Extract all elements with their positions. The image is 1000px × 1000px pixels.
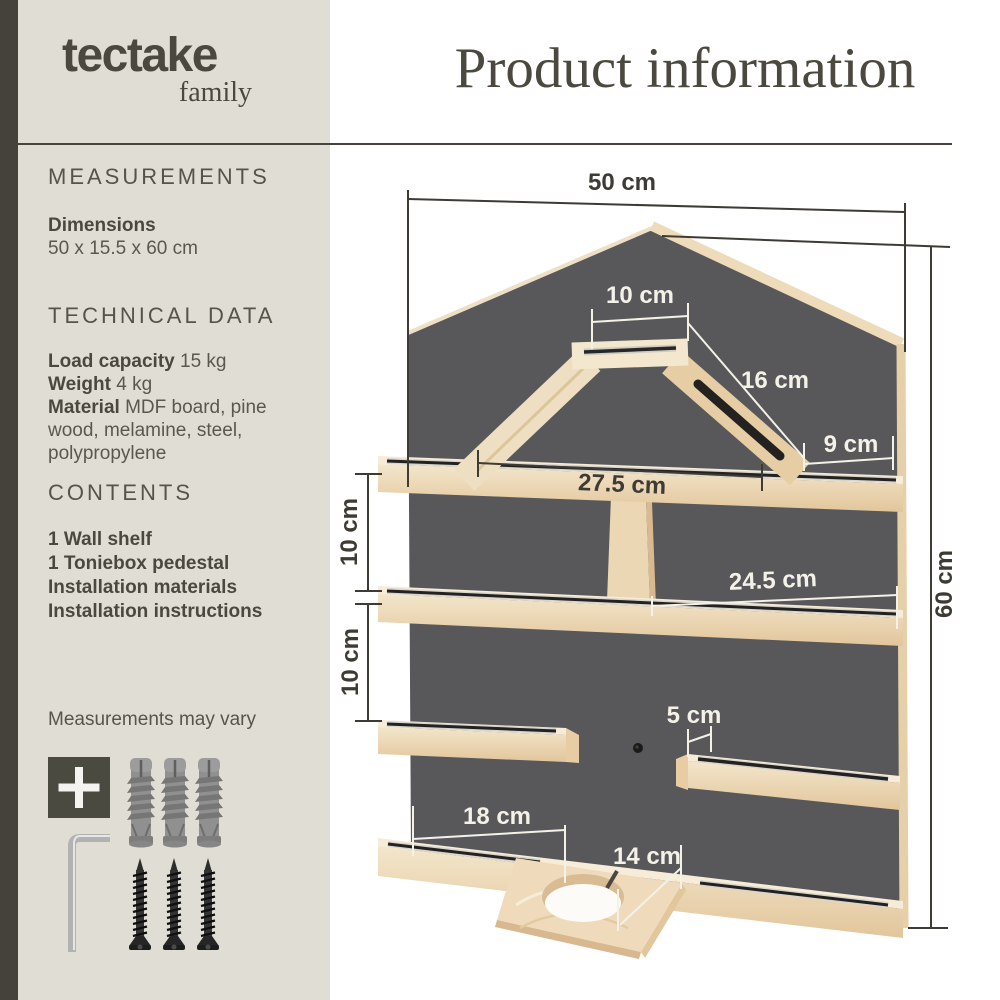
dim-label-top-shelf-span: 27.5 cm [578,469,667,500]
divider-board [607,496,656,606]
brand-logo: tectake family [62,28,254,109]
tech-value: MDF board, pine wood, melamine, steel, p… [48,397,267,464]
contents-list: 1 Wall shelf 1 Toniebox pedestal Install… [48,528,310,624]
dim-middle-shelf-span: 24.5 cm [651,565,898,629]
contents-item: Installation materials [48,577,238,598]
dimensions-row: Dimensions 50 x 15.5 x 60 cm [48,214,310,260]
allen-key-icon [68,834,110,952]
dim-eave-shelf: 9 cm [803,431,894,471]
dim-top-shelf-span: 27.5 cm [477,450,763,500]
wall-plug-icon [193,756,225,849]
dim-small-shelf-depth: 5 cm [667,702,722,757]
dim-total-height: 60 cm [661,235,958,929]
screw-icon [127,856,153,952]
dim-label-roof-stand-top: 10 cm [606,282,674,309]
section-heading-contents: CONTENTS [48,480,193,505]
dim-label-pedestal-width: 14 cm [613,843,681,870]
technical-rows: Load capacity 15 kg Weight 4 kg Material… [48,350,310,465]
dim-row-gap-1: 10 cm [336,473,382,592]
screw-hole [633,743,643,753]
wall-plug-icon [125,756,157,849]
dimensions-label: Dimensions [48,215,156,236]
dim-total-width: 50 cm [407,169,906,487]
sidebar: tectake family MEASUREMENTS Dimensions 5… [18,0,330,1000]
dim-label-total-width: 50 cm [588,169,656,196]
hardware-icons [48,756,225,952]
dim-label-roof-slope: 16 cm [741,367,809,394]
measurements-note: Measurements may vary [48,709,257,730]
dim-label-small-shelf-depth: 5 cm [667,702,722,729]
shelf-board-middle [378,586,903,646]
tech-value: 15 kg [180,351,227,372]
contents-item: 1 Wall shelf [48,529,152,550]
section-heading-technical: TECHNICAL DATA [48,303,276,328]
dim-label-eave-shelf: 9 cm [824,431,879,458]
roof-stand [453,338,810,491]
brand-subname: family [178,77,252,108]
dim-label-row-gap-2: 10 cm [337,628,364,696]
dim-label-row-gap-1: 10 cm [336,498,363,566]
left-accent-bar [0,0,18,1000]
tech-label: Load capacity [48,351,175,372]
tech-value: 4 kg [116,374,153,395]
dim-row-gap-2: 10 cm [337,603,382,722]
product-diagram: 50 cm 60 cm 10 cm 10 cm 27.5 cm [336,169,958,959]
dim-label-middle-shelf-span: 24.5 cm [728,565,817,596]
shelf-board-small-left [378,720,579,763]
dim-pedestal-width: 14 cm [613,843,682,931]
contents-item: 1 Toniebox pedestal [48,553,230,574]
wall-plug-icon [159,756,191,849]
section-heading-measurements: MEASUREMENTS [48,164,270,189]
plus-icon [48,757,110,818]
tech-label: Material [48,397,120,418]
dim-bottom-shelf-span: 18 cm [412,803,566,883]
tech-label: Weight [48,374,111,395]
screw-icon [161,856,187,952]
screw-icon [195,856,221,952]
contents-item: Installation instructions [48,601,263,622]
dim-roof-stand-top: 10 cm [591,282,689,349]
toniebox-pedestal [495,858,686,959]
page-title: Product information [454,37,916,100]
dim-label-total-height: 60 cm [931,550,958,618]
shelf-board-small-right [676,754,900,810]
dimensions-value: 50 x 15.5 x 60 cm [48,238,198,259]
brand-name: tectake [62,29,218,82]
dim-roof-slope: 16 cm [687,322,809,459]
divider-line [18,143,952,145]
dim-label-bottom-shelf-span: 18 cm [463,803,531,830]
